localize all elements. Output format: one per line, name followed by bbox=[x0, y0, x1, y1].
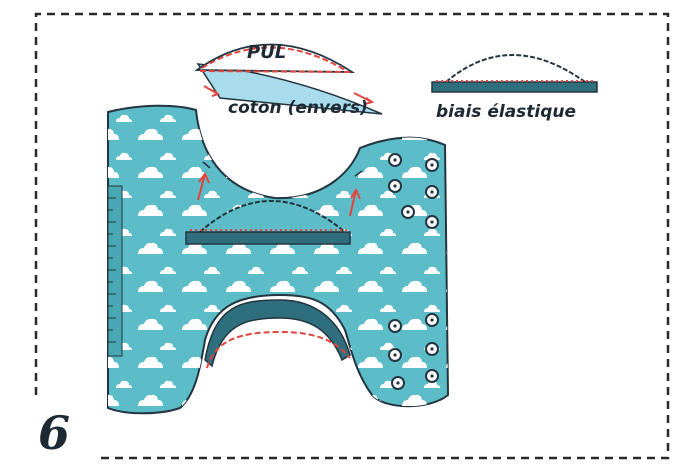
leg-bias bbox=[204, 299, 351, 368]
label-pul: PUL bbox=[247, 42, 286, 63]
elastic-arc bbox=[199, 200, 346, 233]
arrow-icon bbox=[197, 172, 210, 201]
bias-inset: biais élastique bbox=[431, 54, 598, 122]
step-number: 6 bbox=[38, 406, 70, 460]
snap-group-top bbox=[388, 153, 439, 229]
notch bbox=[354, 170, 363, 177]
label-cotton: coton (envers) bbox=[228, 98, 368, 118]
diaper-body bbox=[107, 104, 450, 415]
dashed-frame bbox=[34, 12, 670, 460]
snap-group-bottom bbox=[388, 313, 439, 390]
cloud-print bbox=[108, 105, 448, 414]
arrow-icon bbox=[349, 187, 361, 217]
notch bbox=[202, 161, 211, 169]
bias-tape bbox=[431, 81, 598, 93]
arrow-icon bbox=[203, 85, 221, 97]
layer-inset: PUL coton (envers) bbox=[194, 42, 383, 118]
elastic-arc bbox=[445, 54, 586, 83]
ruler-strip bbox=[107, 185, 123, 357]
pul-layer bbox=[194, 43, 356, 73]
bias-tape bbox=[185, 231, 351, 245]
stitch-line bbox=[201, 46, 346, 71]
arrow-icon bbox=[353, 92, 375, 105]
stitch-line bbox=[206, 330, 351, 369]
ruler-ticks bbox=[108, 197, 116, 343]
stitch-line bbox=[199, 70, 351, 73]
label-elastic-bias: biais élastique bbox=[436, 102, 576, 122]
